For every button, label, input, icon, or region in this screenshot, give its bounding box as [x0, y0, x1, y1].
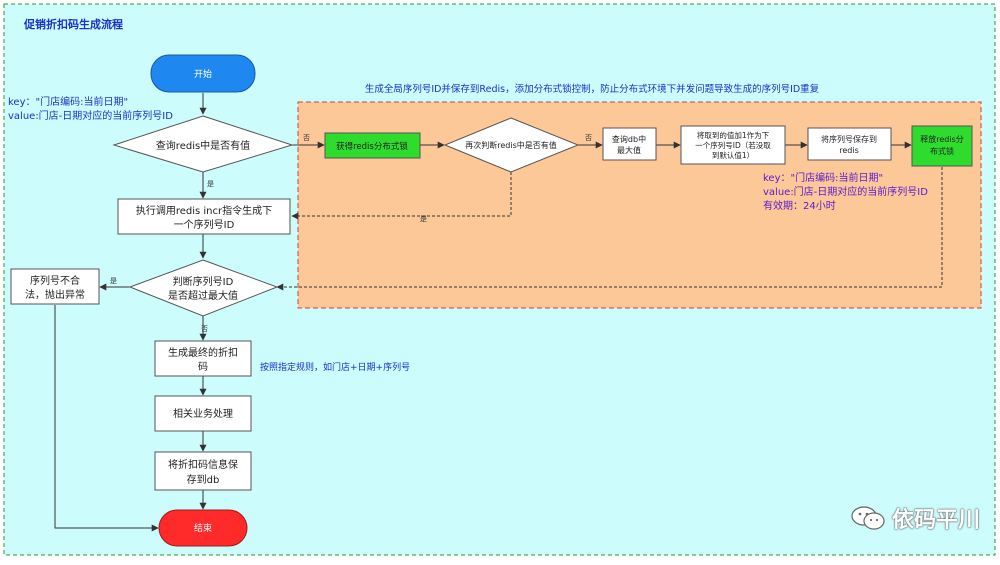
node-query-db-label-1: 查询db中	[612, 134, 646, 144]
node-redis-incr-label-2: 一个序列号ID	[174, 218, 235, 231]
node-recheck-label: 再次判断redis中是否有值	[465, 140, 557, 150]
node-query-db-label-2: 最大值	[617, 145, 641, 155]
edge-label-yes-2: 是	[420, 215, 427, 223]
node-end[interactable]: 结束	[158, 509, 248, 547]
node-save-db[interactable]: 将折扣码信息保 存到db	[154, 451, 252, 491]
edge-label-no-1: 否	[303, 134, 310, 142]
node-plus-one-label-3: 到默认值1）	[712, 150, 754, 160]
watermark: 依码平川	[850, 502, 980, 534]
node-check-max[interactable]: 判断序列号ID 是否超过最大值	[128, 259, 279, 317]
node-redis-incr-label-1: 执行调用redis incr指令生成下	[136, 204, 272, 217]
node-start[interactable]: 开始	[150, 54, 256, 93]
node-check-max-label-2: 是否超过最大值	[168, 289, 238, 302]
node-query-redis[interactable]: 查询redis中是否有值	[112, 115, 294, 173]
node-biz-label: 相关业务处理	[173, 407, 233, 420]
node-illegal[interactable]: 序列号不合 法，抛出异常	[10, 268, 100, 305]
node-get-lock-label: 获得redis分布式锁	[336, 141, 408, 152]
rule-note: 按照指定规则，如门店+日期+序列号	[260, 361, 410, 373]
node-save-redis-label-2: redis	[839, 146, 859, 155]
node-start-label: 开始	[194, 68, 212, 80]
key-note-right-1: key："门店编码:当前日期"	[763, 171, 883, 184]
edge-release-checkmax	[276, 167, 943, 291]
region-header-note: 生成全局序列号ID并保存到Redis，添加分布式锁控制，防止分布式环境下并发问题…	[365, 83, 820, 95]
key-note-right-3: 有效期：24小时	[763, 199, 836, 212]
node-gen-final[interactable]: 生成最终的折扣 码	[154, 340, 252, 377]
edge-recheck-incr	[291, 172, 512, 220]
node-plus-one-label-2: 一个序列号ID（若没取	[695, 140, 771, 150]
edge-illegal-end	[54, 305, 159, 532]
node-recheck[interactable]: 再次判断redis中是否有值	[443, 117, 580, 173]
node-query-db[interactable]: 查询db中 最大值	[602, 127, 657, 161]
key-note-right-2: value:门店-日期对应的当前序列号ID	[763, 185, 928, 198]
node-save-redis[interactable]: 将序列号保存到 redis	[807, 127, 892, 161]
node-end-label: 结束	[194, 522, 212, 534]
node-redis-incr[interactable]: 执行调用redis incr指令生成下 一个序列号ID	[117, 198, 291, 235]
node-release-lock-label-1: 释放redis分	[920, 134, 964, 144]
edge-label-yes-3: 是	[110, 277, 117, 285]
node-save-db-label-2: 存到db	[187, 473, 220, 486]
node-plus-one-label-1: 将取到的值加1作为下	[697, 130, 770, 140]
wechat-icon	[851, 506, 885, 530]
node-save-redis-label-1: 将序列号保存到	[821, 134, 877, 144]
node-release-lock-label-2: 布式锁	[930, 146, 954, 156]
node-check-max-label-1: 判断序列号ID	[173, 275, 234, 288]
edge-label-yes-1: 是	[207, 180, 214, 188]
edge-label-no-2: 否	[585, 134, 592, 142]
node-gen-final-label-1: 生成最终的折扣	[168, 346, 238, 359]
node-get-lock[interactable]: 获得redis分布式锁	[324, 132, 421, 159]
node-save-db-label-1: 将折扣码信息保	[168, 458, 238, 471]
diagram-title: 促销折扣码生成流程	[23, 17, 123, 31]
node-plus-one[interactable]: 将取到的值加1作为下 一个序列号ID（若没取 到默认值1）	[680, 125, 786, 165]
key-note-top-1: key："门店编码:当前日期"	[8, 95, 128, 108]
watermark-text: 依码平川	[892, 508, 981, 533]
node-biz[interactable]: 相关业务处理	[154, 395, 252, 432]
edge-label-no-3: 否	[201, 325, 208, 333]
node-gen-final-label-2: 码	[198, 361, 208, 373]
node-illegal-label-2: 法，抛出异常	[25, 288, 85, 301]
node-release-lock[interactable]: 释放redis分 布式锁	[911, 125, 973, 167]
node-query-redis-label: 查询redis中是否有值	[156, 139, 250, 152]
key-note-top-2: value:门店-日期对应的当前序列号ID	[8, 109, 173, 122]
node-illegal-label-1: 序列号不合	[30, 274, 80, 287]
